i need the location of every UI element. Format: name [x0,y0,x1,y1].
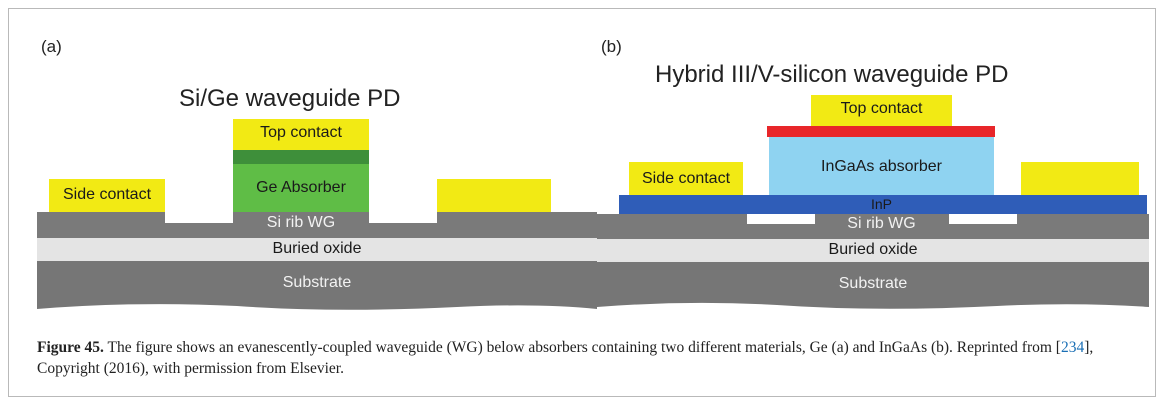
reference-link[interactable]: 234 [1060,339,1085,356]
red-contact-strip [767,126,995,137]
panel-a: (a) Si/Ge waveguide PD Top contact Ge Ab… [37,9,597,319]
rib-label: Si rib WG [266,214,336,231]
ge-absorber-strip [233,150,369,164]
buried-oxide-layer [37,238,597,261]
oxide-label: Buried oxide [828,241,918,258]
side-contact-left [49,179,165,212]
side-contact-right [437,179,551,212]
figure-caption: Figure 45. The figure shows an evanescen… [37,337,1147,379]
panel-b-diagram [597,95,1149,309]
substrate-layer [37,261,597,310]
top-contact-block [811,95,952,126]
substrate-layer [597,262,1149,309]
caption-text-2: ], Copyright (2016), with permission fro… [37,339,1094,377]
panel-a-label: (a) [41,37,62,56]
substrate-label: Substrate [282,274,352,291]
caption-text-1: The figure shows an evanescently-coupled… [103,339,1061,356]
rib-label: Si rib WG [847,215,916,232]
ge-absorber-block [233,157,369,212]
oxide-label: Buried oxide [272,240,362,257]
panel-a-diagram [37,119,597,310]
top-contact-label: Top contact [260,124,342,141]
panel-b: (b) Hybrid III/V-silicon waveguide PD To [597,9,1157,319]
top-contact-label: Top contact [840,100,923,117]
ingaas-absorber-block [769,137,994,195]
figure-frame: (a) Si/Ge waveguide PD Top contact Ge Ab… [8,8,1156,397]
trench-left [747,214,815,224]
panel-b-title: Hybrid III/V-silicon waveguide PD [655,61,1009,88]
panel-a-title: Si/Ge waveguide PD [179,85,401,112]
trench-right [949,214,1017,224]
si-rib-layer [37,212,597,238]
buried-oxide-layer [597,239,1149,262]
side-contact-left [629,162,743,195]
si-rib-layer [597,214,1149,239]
side-contact-label: Side contact [62,186,152,203]
side-contact-right [1021,162,1139,195]
panel-b-label: (b) [601,37,622,56]
absorber-label: InGaAs absorber [821,158,942,175]
absorber-label: Ge Absorber [256,179,346,196]
side-contact-label: Side contact [641,170,731,187]
inp-layer [619,195,1147,214]
substrate-label: Substrate [838,275,908,292]
inp-label: InP [870,196,892,212]
top-contact-block [233,119,369,150]
figure-label: Figure 45. [37,339,104,356]
